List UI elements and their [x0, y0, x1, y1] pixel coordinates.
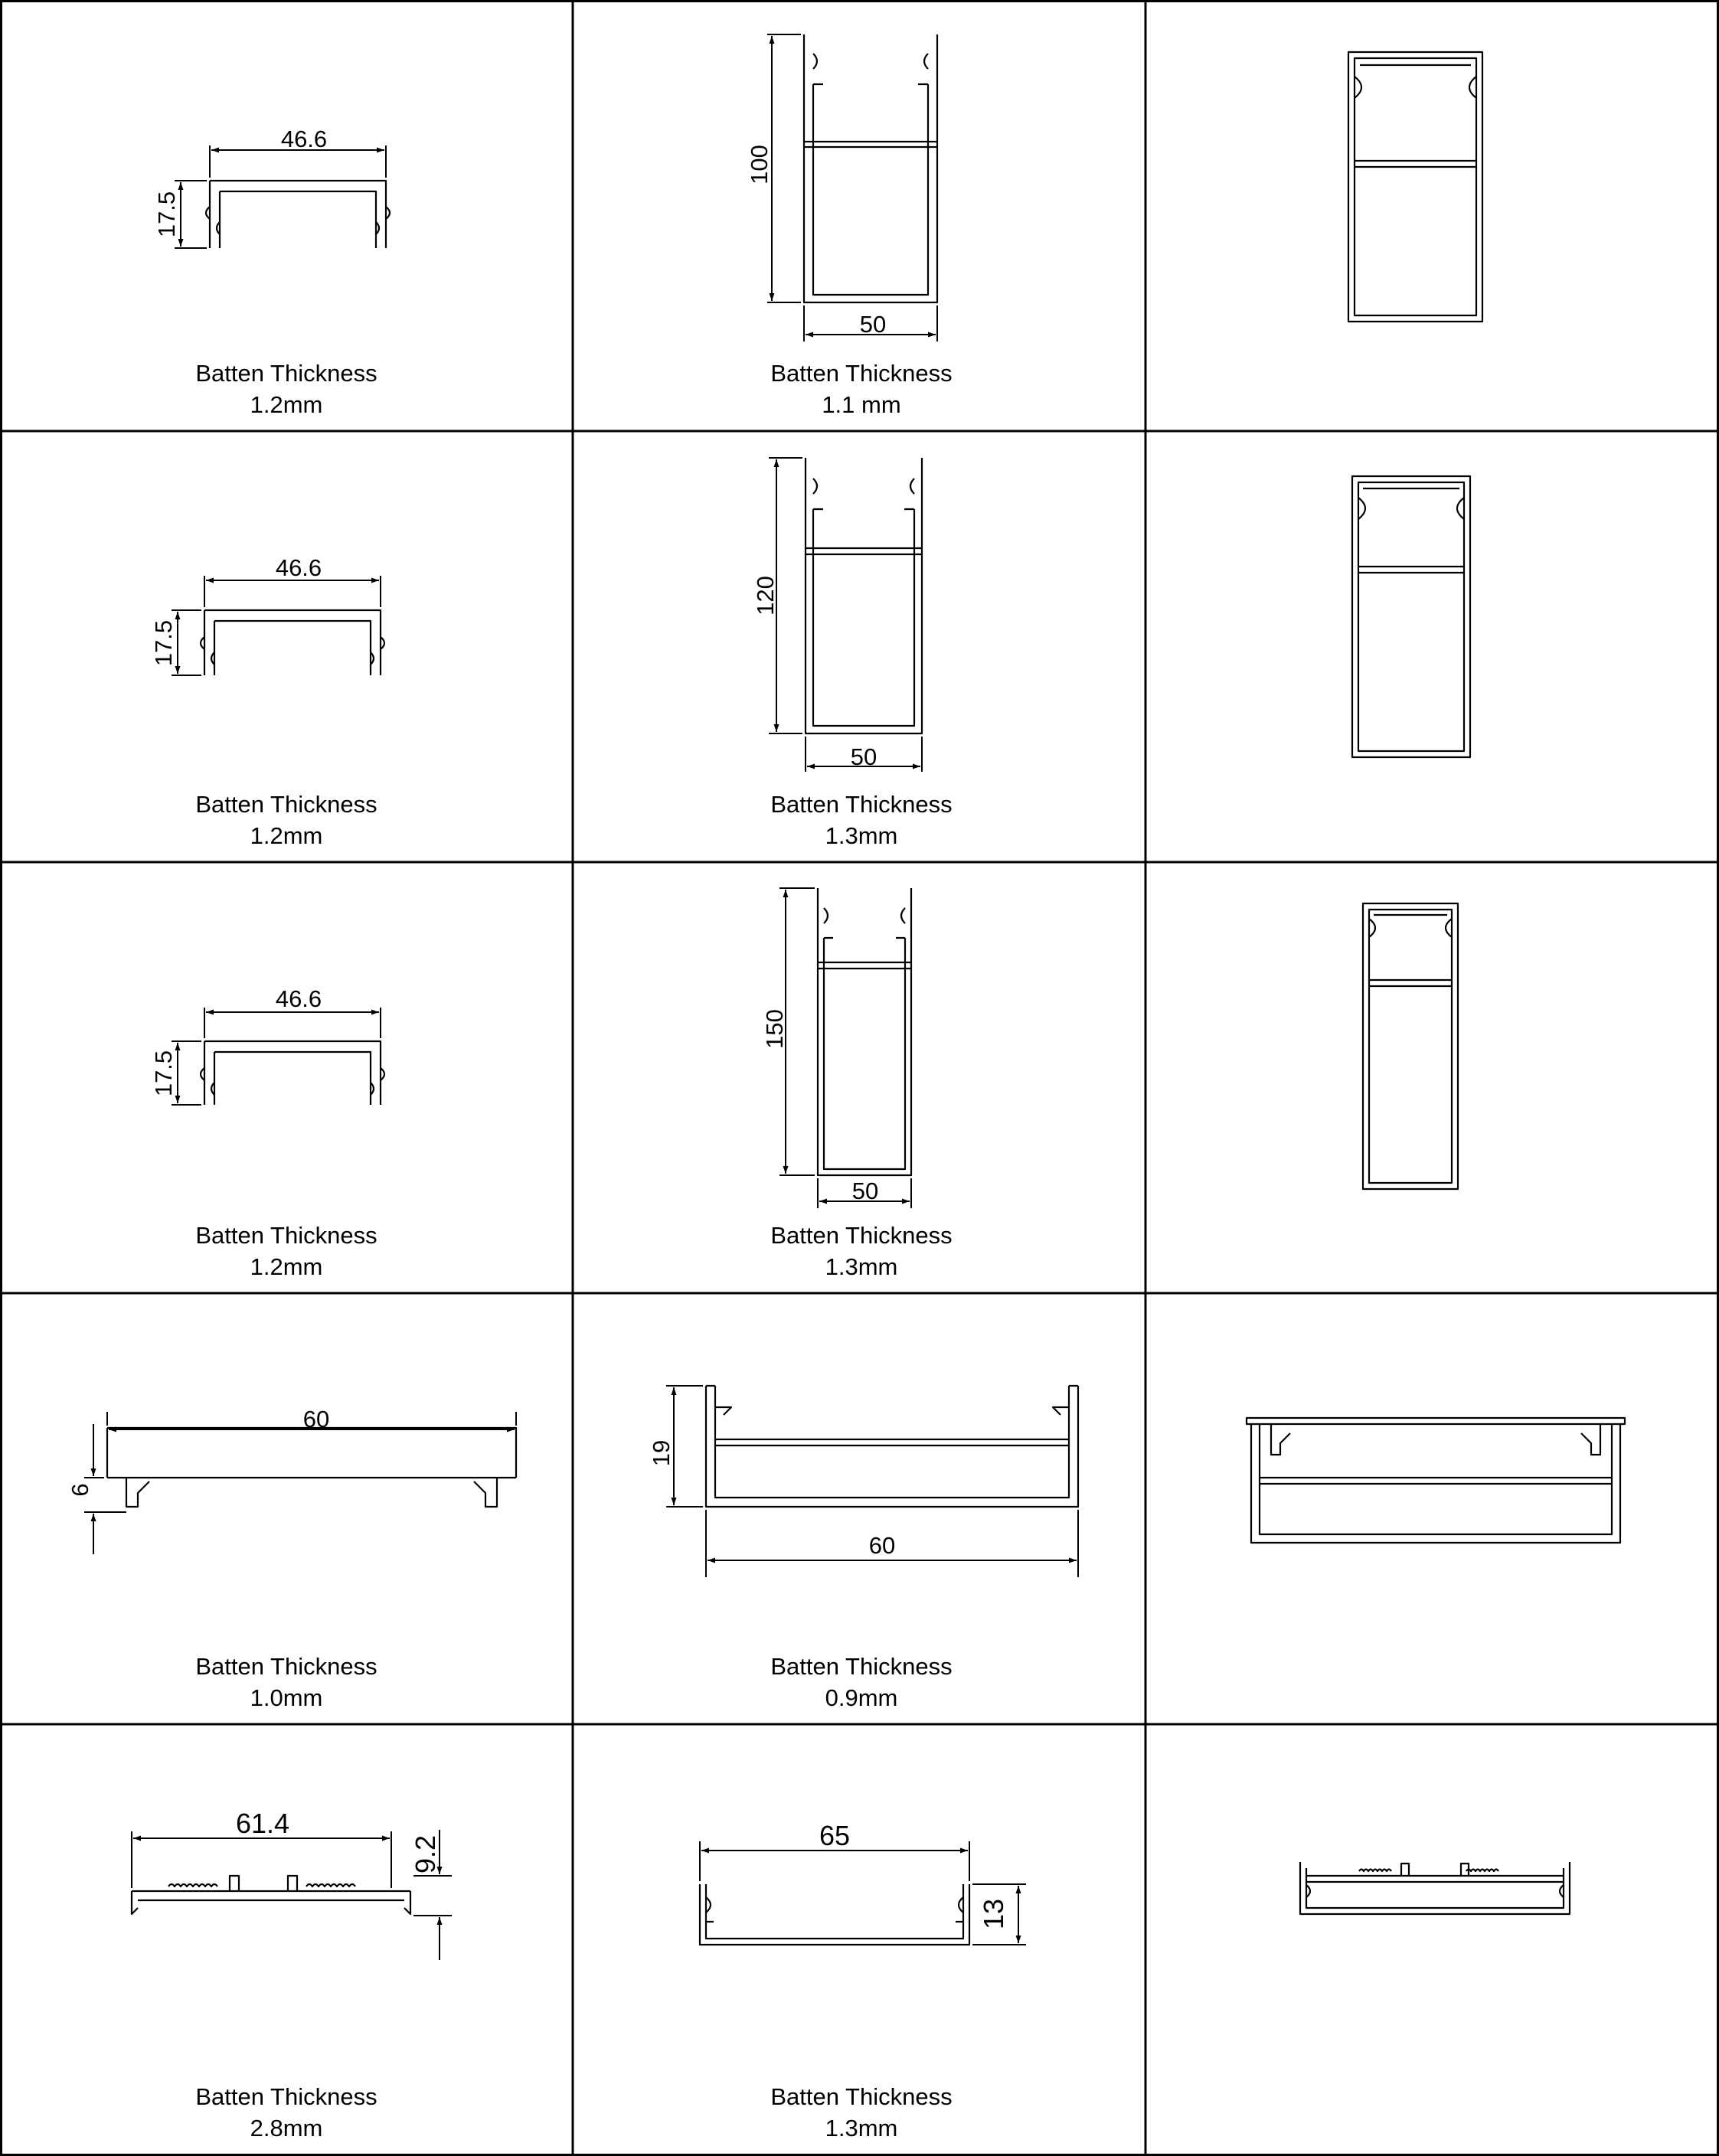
- cover-height-label: 9.2: [410, 1835, 441, 1873]
- cover-profile-drawing: [130, 1830, 452, 1960]
- cover-profile-drawing: [84, 1412, 518, 1554]
- base-height-label: 13: [978, 1899, 1009, 1929]
- cover-profile-drawing: [172, 576, 386, 676]
- cover-width-label: 61.4: [236, 1808, 289, 1839]
- assembled-profile-drawing: [1299, 1862, 1571, 1916]
- batten-thickness-value: 1.2mm: [250, 391, 323, 418]
- base-width-label: 50: [851, 743, 877, 770]
- assembled-profile-drawing: [1347, 51, 1484, 323]
- batten-thickness-value: 2.8mm: [250, 2115, 323, 2141]
- cover-profile-drawing: [172, 1008, 386, 1106]
- base-width-label: 50: [852, 1178, 878, 1204]
- base-profile-drawing: [666, 1384, 1080, 1577]
- caption-label: Batten Thickness: [770, 791, 952, 818]
- row-3: 46.6 17.5 Batten Thickness 1.2mm 150 50 …: [150, 887, 1459, 1280]
- base-height-label: 120: [752, 576, 779, 616]
- batten-thickness-value: 1.3mm: [825, 1253, 898, 1280]
- base-profile-drawing: [767, 34, 939, 341]
- base-width-label: 50: [860, 311, 886, 338]
- row-5: 61.4 9.2 Batten Thickness 2.8mm 65 13 Ba…: [130, 1808, 1571, 2141]
- batten-thickness-value: 1.3mm: [825, 2115, 898, 2141]
- cover-height-label: 17.5: [150, 620, 177, 666]
- caption-label: Batten Thickness: [770, 360, 952, 387]
- base-height-label: 19: [648, 1440, 675, 1466]
- cover-width-label: 46.6: [276, 554, 322, 581]
- assembled-profile-drawing: [1245, 1416, 1626, 1544]
- cover-height-label: 6: [67, 1483, 93, 1496]
- base-profile-drawing: [698, 1841, 1026, 1946]
- assembled-profile-drawing: [1361, 902, 1459, 1191]
- batten-thickness-value: 0.9mm: [825, 1684, 898, 1711]
- cover-height-label: 17.5: [150, 1050, 177, 1096]
- caption-label: Batten Thickness: [195, 360, 377, 387]
- caption-label: Batten Thickness: [770, 1222, 952, 1249]
- cover-width-label: 46.6: [281, 126, 327, 152]
- caption-label: Batten Thickness: [770, 2083, 952, 2110]
- caption-label: Batten Thickness: [195, 1222, 377, 1249]
- base-width-label: 60: [869, 1532, 895, 1559]
- batten-thickness-value: 1.1 mm: [822, 391, 900, 418]
- row-4: 60 6 Batten Thickness 1.0mm 19 60 Batten…: [67, 1384, 1626, 1711]
- base-profile-drawing: [779, 887, 913, 1208]
- base-width-label: 65: [819, 1820, 850, 1851]
- batten-thickness-value: 1.3mm: [825, 822, 898, 849]
- cover-height-label: 17.5: [153, 191, 180, 237]
- cover-width-label: 60: [303, 1406, 329, 1432]
- base-profile-drawing: [769, 457, 923, 772]
- cover-profile-drawing: [175, 145, 391, 249]
- caption-label: Batten Thickness: [770, 1653, 952, 1680]
- cover-width-label: 46.6: [276, 985, 322, 1012]
- batten-thickness-value: 1.2mm: [250, 822, 323, 849]
- batten-thickness-value: 1.2mm: [250, 1253, 323, 1280]
- assembled-profile-drawing: [1351, 475, 1472, 759]
- caption-label: Batten Thickness: [195, 2083, 377, 2110]
- row-2: 46.6 17.5 Batten Thickness 1.2mm 120 50 …: [150, 457, 1472, 849]
- caption-label: Batten Thickness: [195, 1653, 377, 1680]
- base-height-label: 100: [746, 145, 773, 185]
- batten-thickness-value: 1.0mm: [250, 1684, 323, 1711]
- caption-label: Batten Thickness: [195, 791, 377, 818]
- base-height-label: 150: [761, 1009, 788, 1049]
- row-1: 46.6 17.5 Batten Thickness 1.2mm 100 50 …: [153, 34, 1484, 418]
